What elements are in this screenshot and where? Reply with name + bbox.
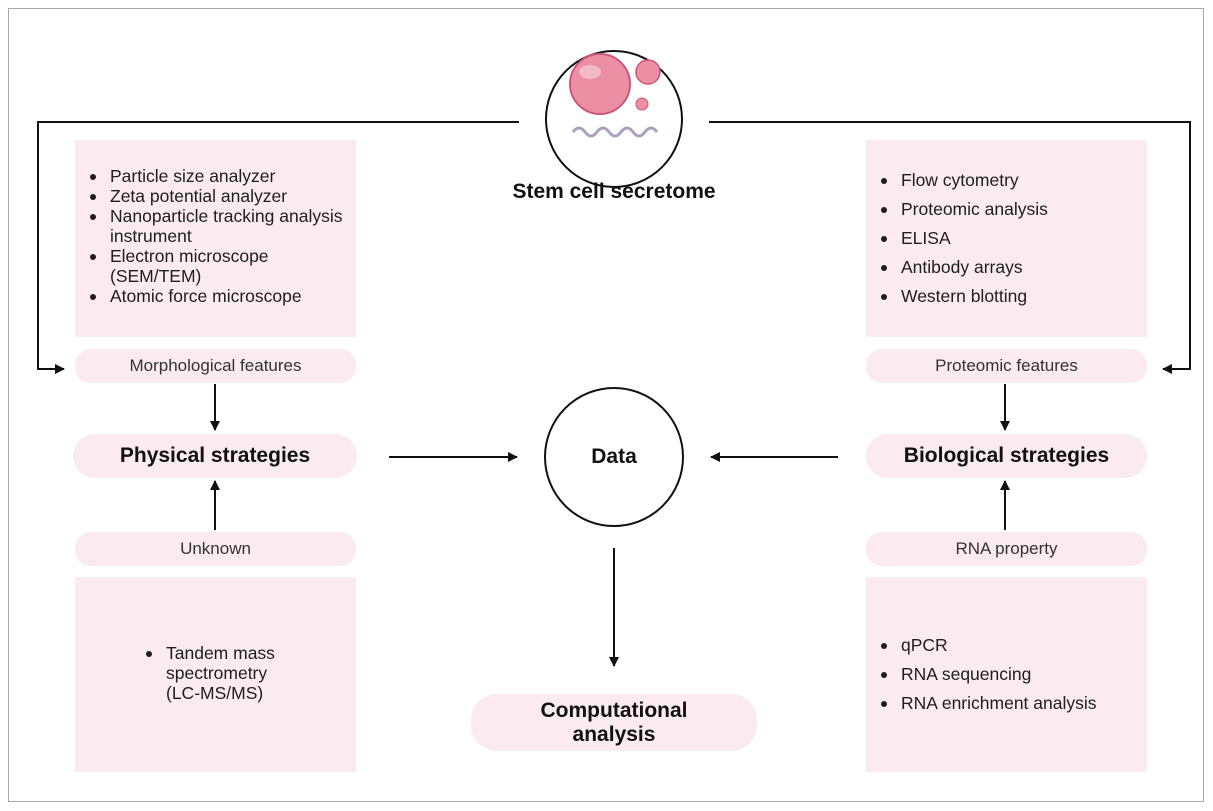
list-item: Tandem mass spectrometry (LC-MS/MS) bbox=[135, 643, 305, 703]
list-item: Atomic force microscope bbox=[79, 286, 344, 306]
rna-property-label: RNA property bbox=[866, 532, 1147, 566]
list-item: Particle size analyzer bbox=[79, 166, 344, 186]
data-label: Data bbox=[591, 445, 637, 468]
arrow-secretome-to-morphological bbox=[37, 121, 519, 374]
computational-line-2: analysis bbox=[572, 722, 656, 746]
physical-strategies-label: Physical strategies bbox=[73, 434, 357, 478]
biological-strategies-label: Biological strategies bbox=[866, 434, 1147, 478]
left-unknown-box: Tandem mass spectrometry (LC-MS/MS) bbox=[75, 577, 356, 772]
right-methods-box: Flow cytometry Proteomic analysis ELISA … bbox=[866, 140, 1147, 337]
list-item: Antibody arrays bbox=[870, 257, 1135, 277]
data-circle bbox=[544, 387, 684, 527]
list-item: Western blotting bbox=[870, 286, 1135, 306]
right-methods-list: Flow cytometry Proteomic analysis ELISA … bbox=[870, 170, 1135, 315]
list-item: RNA sequencing bbox=[870, 664, 1142, 684]
arrow-secretome-to-proteomic bbox=[709, 121, 1191, 374]
morphological-features-label: Morphological features bbox=[75, 349, 356, 383]
list-item: qPCR bbox=[870, 635, 1142, 655]
list-item: RNA enrichment analysis bbox=[870, 693, 1142, 713]
list-item: Electron microscope (SEM/TEM) bbox=[79, 246, 344, 286]
list-item: Nanoparticle tracking analysis instrumen… bbox=[79, 206, 344, 246]
right-rna-box: qPCR RNA sequencing RNA enrichment analy… bbox=[866, 577, 1147, 772]
left-methods-box: Particle size analyzer Zeta potential an… bbox=[75, 140, 356, 337]
list-item: Proteomic analysis bbox=[870, 199, 1135, 219]
right-rna-list: qPCR RNA sequencing RNA enrichment analy… bbox=[870, 635, 1142, 722]
unknown-label: Unknown bbox=[75, 532, 356, 566]
left-unknown-list: Tandem mass spectrometry (LC-MS/MS) bbox=[135, 643, 305, 703]
list-item: ELISA bbox=[870, 228, 1135, 248]
computational-line-1: Computational bbox=[540, 698, 688, 722]
list-item: Flow cytometry bbox=[870, 170, 1135, 190]
left-methods-list: Particle size analyzer Zeta potential an… bbox=[79, 166, 344, 306]
secretome-title: Stem cell secretome bbox=[512, 180, 716, 203]
list-item: Zeta potential analyzer bbox=[79, 186, 344, 206]
figure-frame bbox=[8, 8, 1204, 802]
computational-analysis-box: Computational analysis bbox=[471, 694, 757, 751]
proteomic-features-label: Proteomic features bbox=[866, 349, 1147, 383]
vesicle-icon bbox=[569, 53, 661, 138]
